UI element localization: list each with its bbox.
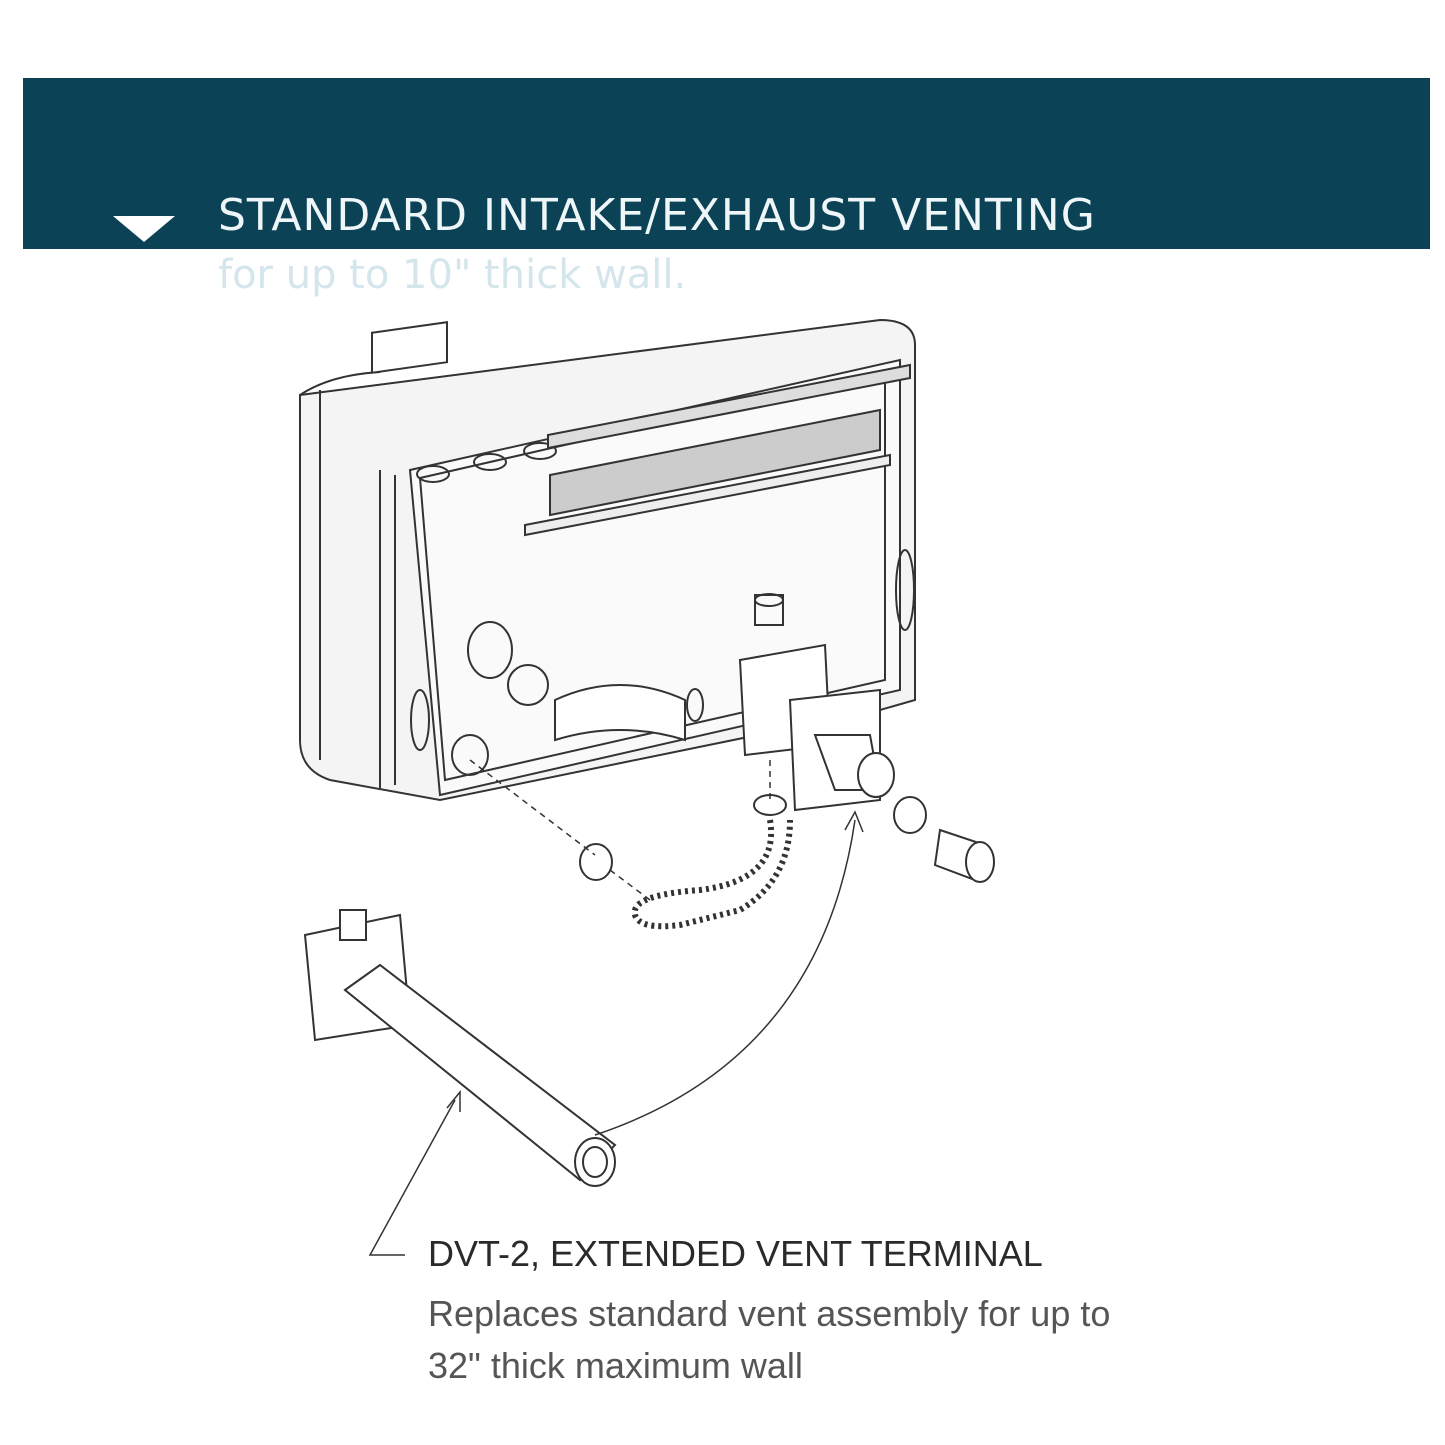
callout-leader-line <box>368 1099 456 1256</box>
section-title: STANDARD INTAKE/EXHAUST VENTING <box>218 190 1096 241</box>
callout-line-1: Replaces standard vent assembly for up t… <box>428 1293 1111 1334</box>
callout-description: Replaces standard vent assembly for up t… <box>428 1288 1248 1392</box>
section-subtitle: for up to 10" thick wall. <box>218 252 687 298</box>
triangle-down-icon <box>113 216 175 242</box>
flex-pipe <box>631 819 793 930</box>
assembly-guide-lines <box>469 759 771 901</box>
replacement-arrow <box>594 819 856 1136</box>
section-header-banner: STANDARD INTAKE/EXHAUST VENTING for up t… <box>23 78 1430 298</box>
callout-line-2: 32" thick maximum wall <box>428 1345 803 1386</box>
internal-pipes <box>451 621 704 776</box>
vent-assembly <box>738 593 995 883</box>
callout-title: DVT-2, EXTENDED VENT TERMINAL <box>428 1233 1043 1274</box>
pipe-collar <box>579 843 613 881</box>
extended-vent-terminal <box>303 909 617 1187</box>
